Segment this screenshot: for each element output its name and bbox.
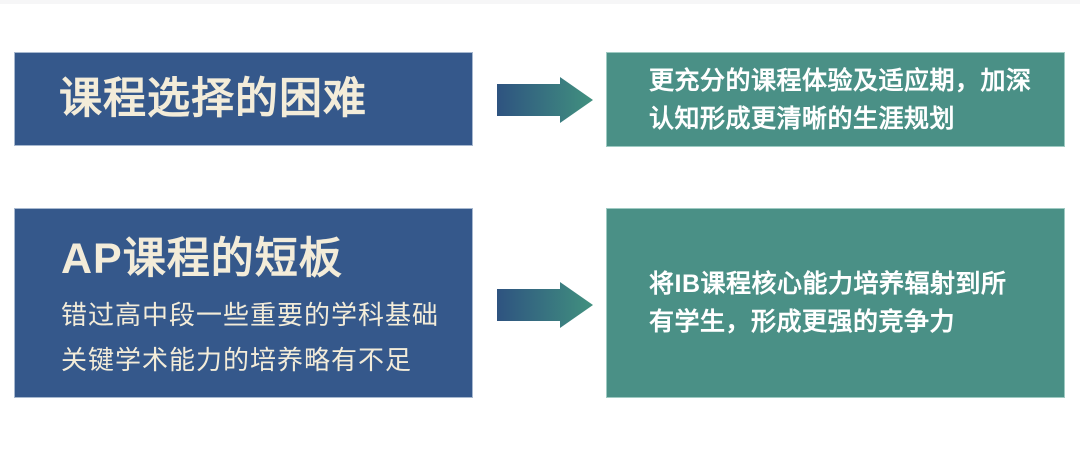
problem-title: AP课程的短板 (61, 235, 343, 283)
benefit-line: 将IB课程核心能力培养辐射到所 (649, 270, 1007, 298)
problem-detail-line: 关键学术能力的培养略有不足 (61, 345, 413, 375)
benefit-line: 认知形成更清晰的生涯规划 (649, 104, 956, 133)
problem-box-course-selection: 课程选择的困难 (14, 52, 473, 146)
problem-details: 错过高中段一些重要的学科基础 关键学术能力的培养略有不足 (61, 293, 462, 383)
right-arrow-icon (497, 77, 593, 123)
frame-top-edge (0, 0, 1080, 4)
benefit-box-course-experience: 更充分的课程体验及适应期，加深 认知形成更清晰的生涯规划 (606, 52, 1065, 147)
problem-title: 课程选择的困难 (59, 74, 367, 123)
benefit-text: 更充分的课程体验及适应期，加深 认知形成更清晰的生涯规划 (607, 62, 1032, 138)
benefit-line: 有学生，形成更强的竞争力 (649, 308, 956, 336)
benefit-line: 更充分的课程体验及适应期，加深 (649, 66, 1032, 95)
benefit-text: 将IB课程核心能力培养辐射到所 有学生，形成更强的竞争力 (607, 265, 1007, 341)
problem-box-ap-shortcomings: AP课程的短板 错过高中段一些重要的学科基础 关键学术能力的培养略有不足 (14, 208, 473, 398)
benefit-box-ib-competitiveness: 将IB课程核心能力培养辐射到所 有学生，形成更强的竞争力 (606, 208, 1065, 398)
right-arrow-icon (497, 282, 593, 328)
problem-detail-line: 错过高中段一些重要的学科基础 (61, 300, 440, 330)
